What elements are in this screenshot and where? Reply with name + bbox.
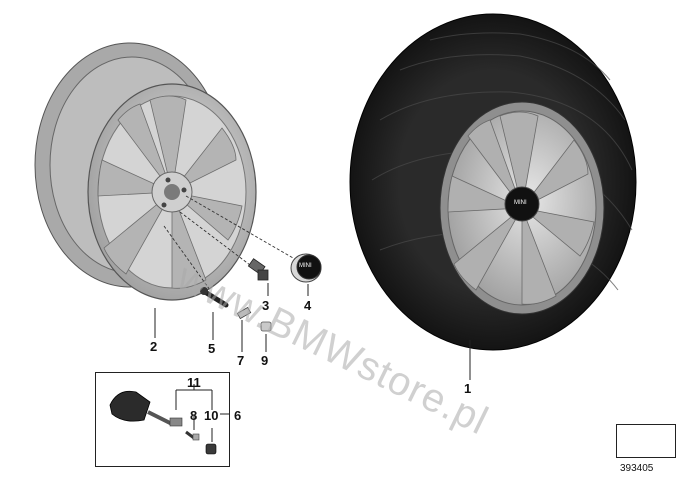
sensor-kit-box <box>95 372 230 467</box>
valve-insert <box>185 430 200 441</box>
tire-valve <box>200 287 229 308</box>
callout-3: 3 <box>262 298 270 313</box>
sheet-number: 393405 <box>620 463 654 474</box>
wheel-hub-logo: MINI <box>514 200 527 206</box>
callout-6: 6 <box>234 408 242 423</box>
callout-5: 5 <box>208 341 216 356</box>
callout-10: 10 <box>204 408 219 423</box>
callout-8: 8 <box>190 408 198 423</box>
leader-lines <box>154 283 471 442</box>
callout-2: 2 <box>150 339 158 354</box>
callout-1: 1 <box>464 381 472 396</box>
tpms-sensor <box>109 390 183 427</box>
callout-9: 9 <box>261 353 269 368</box>
balance-weight <box>236 306 252 320</box>
hub-cap-logo: MINI <box>299 263 312 269</box>
complete-wheel-tire <box>349 13 637 351</box>
assembly-lines <box>163 195 301 291</box>
callout-11: 11 <box>187 375 201 390</box>
valve-nut <box>260 321 272 332</box>
valve-cap <box>205 443 217 455</box>
callout-4: 4 <box>304 298 312 313</box>
wheel-rim <box>34 42 257 301</box>
wheel-bolt <box>247 258 269 281</box>
callout-7: 7 <box>237 353 245 368</box>
hub-cap <box>290 253 322 283</box>
sheet-box <box>616 424 676 458</box>
